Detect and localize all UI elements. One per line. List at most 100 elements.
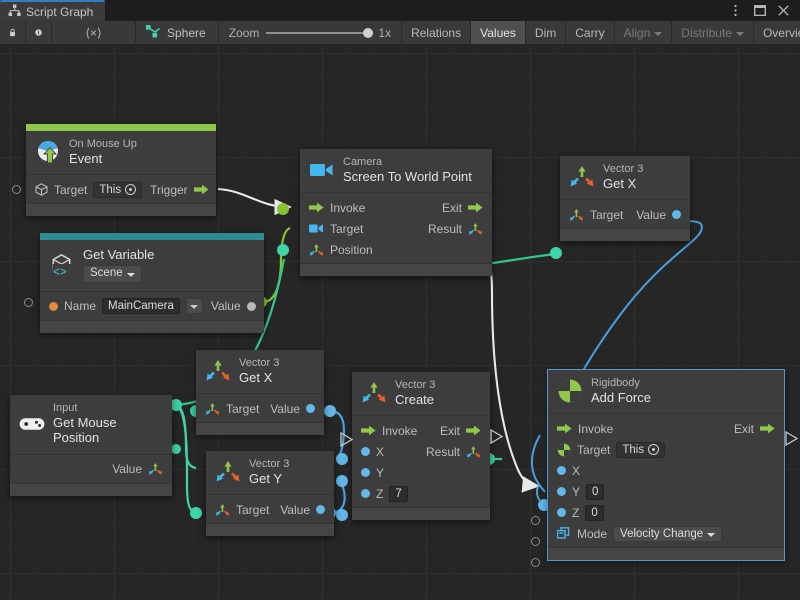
output-port-value[interactable]: Value [280,503,325,517]
input-port-invoke[interactable]: Invoke [361,424,417,438]
mode-dropdown[interactable]: Velocity Change [613,525,723,542]
output-port-result[interactable]: Result [426,445,481,459]
node-title-block: Input Get Mouse Position [53,402,162,446]
port-dot-value[interactable] [306,404,315,414]
node-footer [26,203,216,217]
input-port-invoke[interactable]: Invoke [309,201,365,215]
node-vector3-get-y[interactable]: Vector 3 Get Y Target Value [206,451,334,537]
output-port-exit[interactable]: Exit [440,424,481,438]
output-port-exit[interactable]: Exit [734,422,775,436]
input-port-position[interactable]: Position [309,243,373,257]
node-get-mouse-position[interactable]: Input Get Mouse Position Value [10,395,172,496]
node-vector3-get-x-mid[interactable]: Vector 3 Get X Target Value [196,350,324,436]
object-picker-icon[interactable] [125,184,137,196]
port-dot-z[interactable] [361,489,370,499]
toolbar-button-values[interactable]: Values [471,21,526,44]
node-screen-to-world-point[interactable]: Camera Screen To World Point Invoke Exit [300,149,492,277]
more-options-icon[interactable] [729,4,742,17]
z-value-input[interactable]: 0 [585,504,604,521]
z-value-input[interactable]: 7 [389,485,408,502]
external-port-on-mouse-up-target[interactable] [12,185,21,194]
port-dot-value[interactable] [246,301,256,311]
node-vector3-get-x-top[interactable]: Vector 3 Get X Target Value [560,156,690,242]
port-dot-y[interactable] [361,468,370,478]
variable-name-input[interactable]: MainCamera [102,298,180,315]
toolbar-button-relations[interactable]: Relations [402,21,472,44]
code-view-button[interactable]: ⟨×⟩ [52,21,136,44]
port-dot-y[interactable] [557,487,566,497]
port-dot-value[interactable] [672,210,681,220]
label-target: Target [590,207,624,222]
camera-icon [309,157,335,183]
node-rigidbody-add-force[interactable]: Rigidbody Add Force Invoke Exit [547,368,785,562]
external-port-rigidbody-z[interactable] [531,537,540,546]
toolbar-button-carry[interactable]: Carry [566,21,615,44]
graph-object-name: Sphere [167,25,206,40]
maximize-icon[interactable] [753,4,766,17]
output-port-value[interactable]: Value [636,208,681,222]
input-port-target[interactable]: Target [205,402,259,416]
input-port-target[interactable]: Target [569,208,623,222]
tab-script-graph[interactable]: Script Graph [0,0,106,21]
input-port-y[interactable]: Y 0 [557,483,605,500]
label-trigger: Trigger [150,182,188,197]
input-port-target[interactable]: Target This [557,441,666,458]
zoom-slider-knob[interactable] [363,27,374,38]
target-value-chip[interactable]: This [93,181,143,198]
variable-name-dropdown[interactable] [185,298,203,315]
input-port-target[interactable]: Target [215,503,269,517]
input-port-z[interactable]: Z 0 [557,504,604,521]
port-dot-x[interactable] [557,466,566,476]
output-port-value[interactable]: Value [211,299,256,313]
node-accent-bar [26,124,216,131]
zoom-slider[interactable] [266,27,374,38]
close-icon[interactable] [777,4,790,17]
output-port-value[interactable]: Value [112,462,163,476]
lock-icon[interactable] [0,21,26,44]
toolbar-button-overview[interactable]: Overview [754,21,800,44]
label-value: Value [636,207,666,222]
node-get-variable[interactable]: <> Get Variable Scene Name MainCam [40,233,264,333]
target-value-chip[interactable]: This [616,441,666,458]
external-port-rigidbody-y[interactable] [531,516,540,525]
toolbar-button-align[interactable]: Align [615,21,673,44]
node-vector3-create[interactable]: Vector 3 Create Invoke Exit [352,372,490,521]
external-port-rigidbody-mode[interactable] [531,558,540,567]
port-dot-z[interactable] [557,508,566,518]
node-on-mouse-up[interactable]: On Mouse Up Event Target This [26,124,216,217]
port-dot-x[interactable] [361,447,370,457]
graph-canvas[interactable]: On Mouse Up Event Target This [0,45,800,600]
y-value-input[interactable]: 0 [586,483,605,500]
zoom-control[interactable]: Zoom 1x [219,21,403,44]
output-port-exit[interactable]: Exit [442,201,483,215]
input-port-target[interactable]: Target This [35,181,143,198]
port-dot-value[interactable] [316,505,325,515]
target-value: This [622,443,645,456]
output-port-result[interactable]: Result [428,222,483,236]
object-picker-icon[interactable] [648,444,660,456]
graph-object-chip[interactable]: Sphere [136,21,219,44]
target-value: This [99,183,122,196]
input-port-y[interactable]: Y [361,466,384,480]
toolbar-button-distribute[interactable]: Distribute [672,21,754,44]
input-port-target[interactable]: Target [309,222,363,236]
input-port-invoke[interactable]: Invoke [557,422,613,436]
info-icon[interactable] [26,21,52,44]
port-row-y: Y 0 [548,481,784,502]
variable-scope-dropdown[interactable]: Scene [83,265,142,283]
output-port-trigger[interactable]: Trigger [150,183,209,197]
mouse-up-icon [35,139,61,165]
input-port-x[interactable]: X [557,464,580,478]
port-dot-name[interactable] [49,301,58,311]
external-port-get-variable-name[interactable] [24,298,33,307]
port-row-invoke-exit: Invoke Exit [300,197,492,218]
output-port-value[interactable]: Value [270,402,315,416]
node-header: Input Get Mouse Position [10,395,172,454]
input-port-x[interactable]: X [361,445,384,459]
input-port-mode[interactable]: Mode Velocity Change [557,525,723,542]
toolbar-button-dim[interactable]: Dim [526,21,567,44]
input-port-z[interactable]: Z 7 [361,485,408,502]
port-row-target-result: Target Result [300,218,492,239]
input-port-name[interactable]: Name MainCamera [49,298,203,315]
